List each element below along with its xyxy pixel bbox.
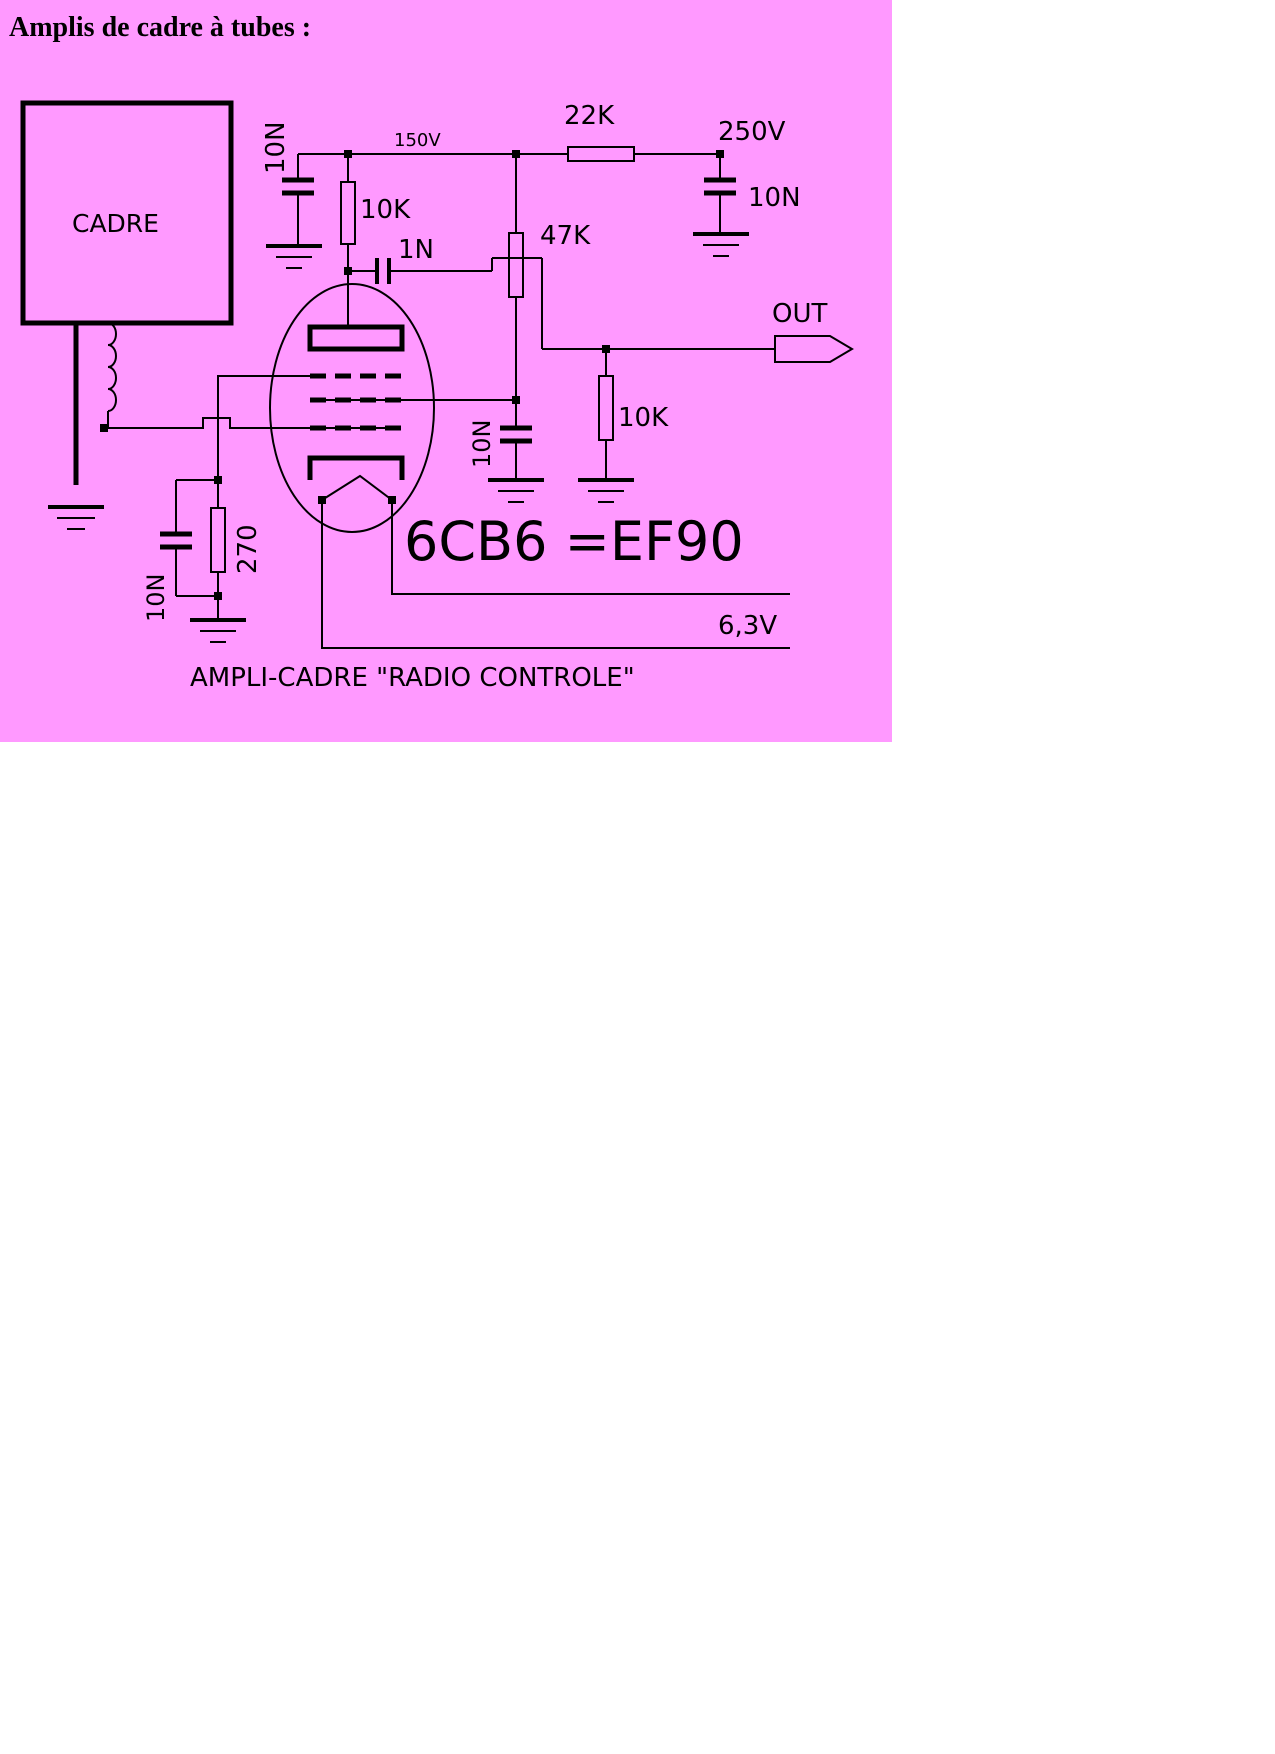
tube-envelope <box>269 283 435 533</box>
capacitor-cathode-label: 10N <box>142 574 170 623</box>
circuit-schematic: CADRE 150V 250V 22K 10N 10N 10K 1N 47K O… <box>20 100 854 693</box>
tube-cathode <box>307 455 405 480</box>
capacitor-left-label: 10N <box>261 121 291 174</box>
schematic-panel <box>0 0 892 742</box>
resistor-cathode-label: 270 <box>233 524 263 574</box>
cathode-network <box>160 479 246 643</box>
junction-dots <box>100 150 724 600</box>
capacitor-coupling-1n <box>348 257 508 284</box>
tube-heater <box>321 474 393 501</box>
capacitor-screen <box>488 400 544 503</box>
capacitor-right-supply <box>693 154 749 257</box>
output-arrow <box>774 335 854 363</box>
ground-symbol <box>48 505 104 530</box>
heater-wires <box>321 500 790 649</box>
tube-grids <box>310 373 402 431</box>
capacitor-screen-label: 10N <box>468 420 496 469</box>
capacitor-right-label: 10N <box>748 183 801 213</box>
grid-wire <box>104 417 400 429</box>
resistor-output-label: 10K <box>618 403 669 433</box>
capacitor-coupling-label: 1N <box>398 235 434 265</box>
tube-anode <box>307 324 405 352</box>
output-label: OUT <box>772 299 827 329</box>
supply-input-label: 250V <box>718 117 786 147</box>
schematic-caption: AMPLI-CADRE "RADIO CONTROLE" <box>190 663 635 693</box>
heater-voltage-label: 6,3V <box>718 611 777 641</box>
resistor-plate-10k <box>340 154 356 327</box>
resistor-22k <box>567 146 635 162</box>
tube-type-label: 6CB6 =EF90 <box>404 510 744 573</box>
capacitor-left-supply <box>266 154 322 269</box>
potentiometer-label: 47K <box>540 221 591 251</box>
resistor-22k-label: 22K <box>564 101 615 131</box>
resistor-plate-label: 10K <box>360 195 411 225</box>
page-title: Amplis de cadre à tubes : <box>9 12 312 43</box>
potentiometer-47k <box>508 154 775 400</box>
frame-label: CADRE <box>72 209 159 238</box>
supply-node-label: 150V <box>394 130 441 151</box>
resistor-output-10k <box>578 349 634 503</box>
suppressor-wire <box>217 375 318 480</box>
